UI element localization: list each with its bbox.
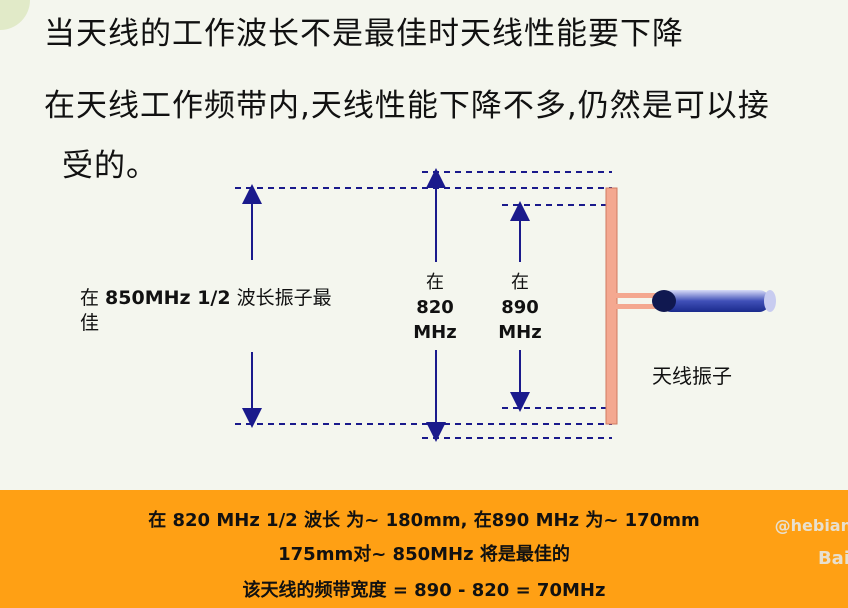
antenna-diagram: [235, 168, 776, 442]
body-text-line-1: 在天线工作频带内,天线性能下降不多,仍然是可以接: [44, 88, 770, 124]
label-850mhz: 在 850MHz 1/2 波长振子最 佳: [80, 287, 332, 334]
watermark-logo: Bai: [817, 548, 848, 569]
dashed-lines-820: [422, 171, 612, 439]
label-820mhz: 在 820 MHz: [413, 272, 457, 343]
dashed-lines-890: [502, 204, 612, 409]
dipole-feed-bottom: [612, 304, 657, 309]
summary-row-1: 在 820 MHz 1/2 波长 为~ 180mm, 在890 MHz 为~ 1…: [148, 510, 700, 531]
page-title: 当天线的工作波长不是最佳时天线性能要下降: [44, 16, 684, 52]
watermark-handle: @hebian: [774, 516, 848, 535]
label-antenna-element: 天线振子: [652, 364, 732, 388]
dashed-lines-850: [235, 187, 612, 425]
coax-cable: [652, 290, 776, 312]
label-890mhz: 在 890 MHz: [498, 272, 542, 343]
summary-bar: 在 820 MHz 1/2 波长 为~ 180mm, 在890 MHz 为~ 1…: [0, 490, 848, 608]
summary-row-3: 该天线的频带宽度 = 890 - 820 = 70MHz: [242, 580, 606, 601]
dipole-feed-top: [612, 293, 657, 298]
summary-row-2: 175mm对~ 850MHz 将是最佳的: [278, 544, 570, 565]
body-text-line-2: 受的。: [62, 148, 158, 184]
